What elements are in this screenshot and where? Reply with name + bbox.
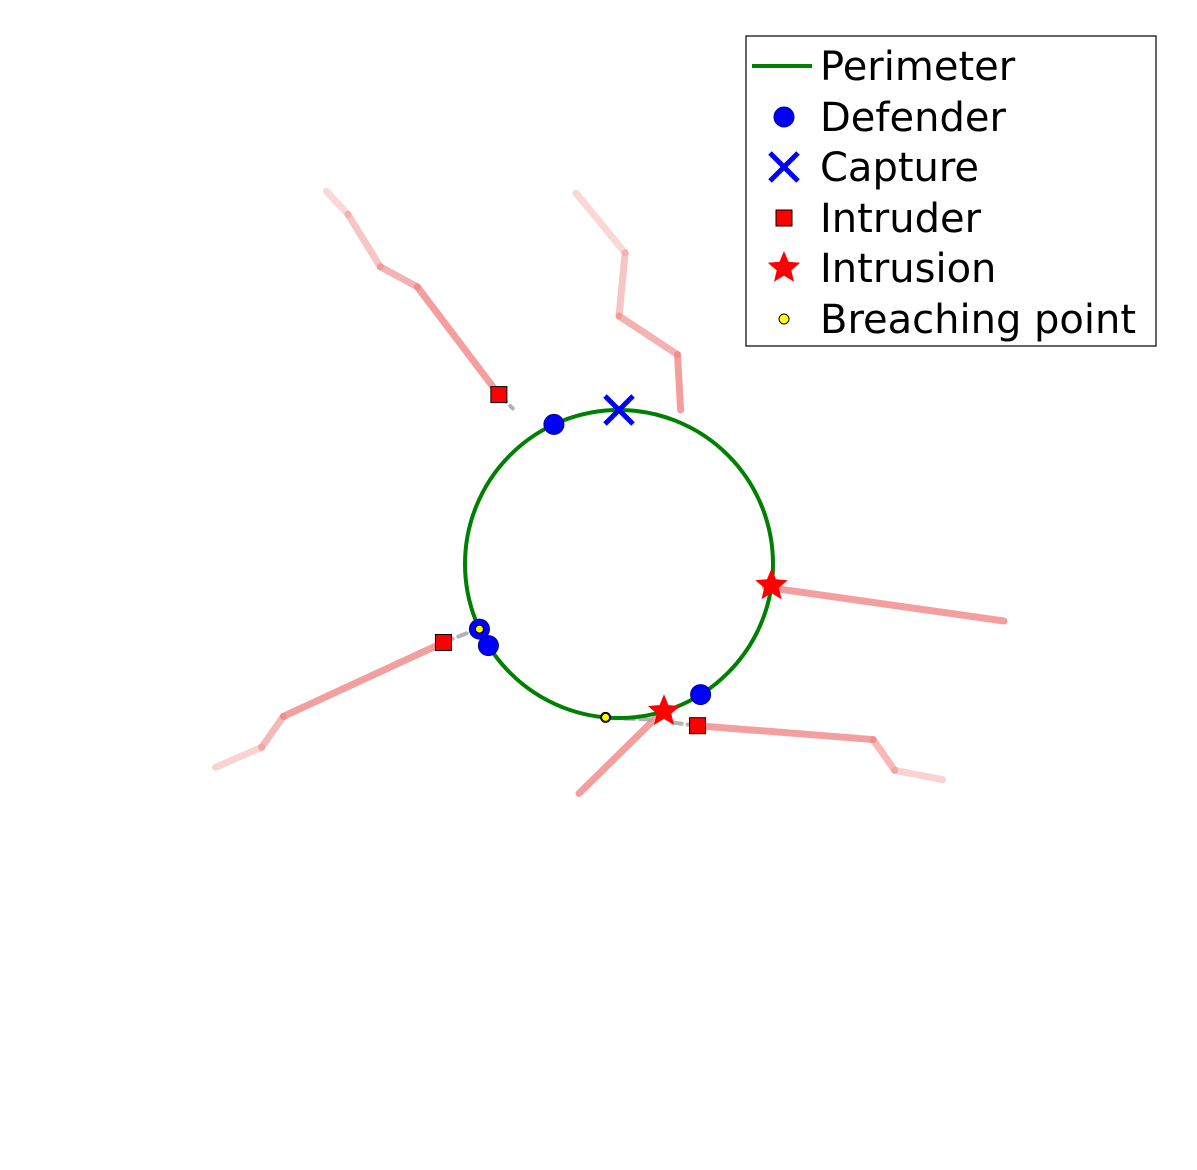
legend-defender-swatch — [773, 106, 795, 128]
intruder-trail-3-segment — [761, 583, 1008, 625]
breaching-point-overlay — [601, 712, 611, 722]
intruder-trail-5-segment — [674, 351, 685, 414]
defender — [543, 413, 565, 435]
intruder-trail-1-segment — [258, 712, 287, 751]
intruder — [490, 386, 508, 404]
capture-marker — [603, 394, 635, 426]
legend-intrusion-star — [767, 251, 801, 282]
legend-capture-swatch — [768, 151, 800, 183]
intruder-trail-4-segment — [575, 706, 668, 797]
intruder-trail-2-segment — [694, 722, 877, 744]
intrusion-star — [755, 568, 788, 600]
legend-intrusion-label: Intrusion — [820, 246, 996, 292]
perimeter-circle — [463, 408, 775, 720]
breaching-point-overlay — [474, 624, 484, 634]
intruder-trail-5-segment — [615, 312, 682, 359]
capture-stroke-b — [603, 394, 635, 426]
intruder-trail-0-segment — [322, 187, 352, 218]
intrusion-star — [647, 694, 681, 725]
intruder-trail-1-segment — [279, 639, 447, 720]
legend-capture-stroke-b — [768, 151, 800, 183]
legend-defender-label: Defender — [820, 95, 1006, 141]
intruder-trail-2-segment — [891, 766, 946, 784]
defender — [690, 684, 712, 706]
intruder-trail-0-segment — [344, 210, 384, 271]
legend-box — [745, 35, 1157, 347]
legend-intruder-label: Intruder — [820, 196, 982, 242]
legend-capture-label: Capture — [820, 145, 979, 191]
defender — [477, 635, 499, 657]
intruder-trail-5-segment — [615, 249, 629, 320]
legend-intruder-swatch — [775, 209, 793, 227]
legend: Perimeter Defender Capture Intruder Intr… — [745, 35, 1157, 347]
trajectory-layer — [212, 187, 1008, 797]
legend-breach-swatch — [778, 313, 790, 325]
legend-breach-label: Breaching point — [820, 297, 1136, 343]
intruder-trail-5-segment — [572, 189, 629, 257]
legend-intrusion-swatch — [767, 251, 801, 282]
intruder — [434, 634, 452, 652]
intruder-trail-2-segment — [869, 736, 899, 774]
intruder-trail-0-segment — [413, 283, 503, 399]
intruder-trail-1-segment — [212, 743, 266, 771]
legend-perimeter-label: Perimeter — [820, 44, 1016, 90]
intruder — [689, 717, 707, 735]
marker-layer — [434, 386, 788, 735]
intruder-trail-0-segment — [376, 263, 421, 291]
